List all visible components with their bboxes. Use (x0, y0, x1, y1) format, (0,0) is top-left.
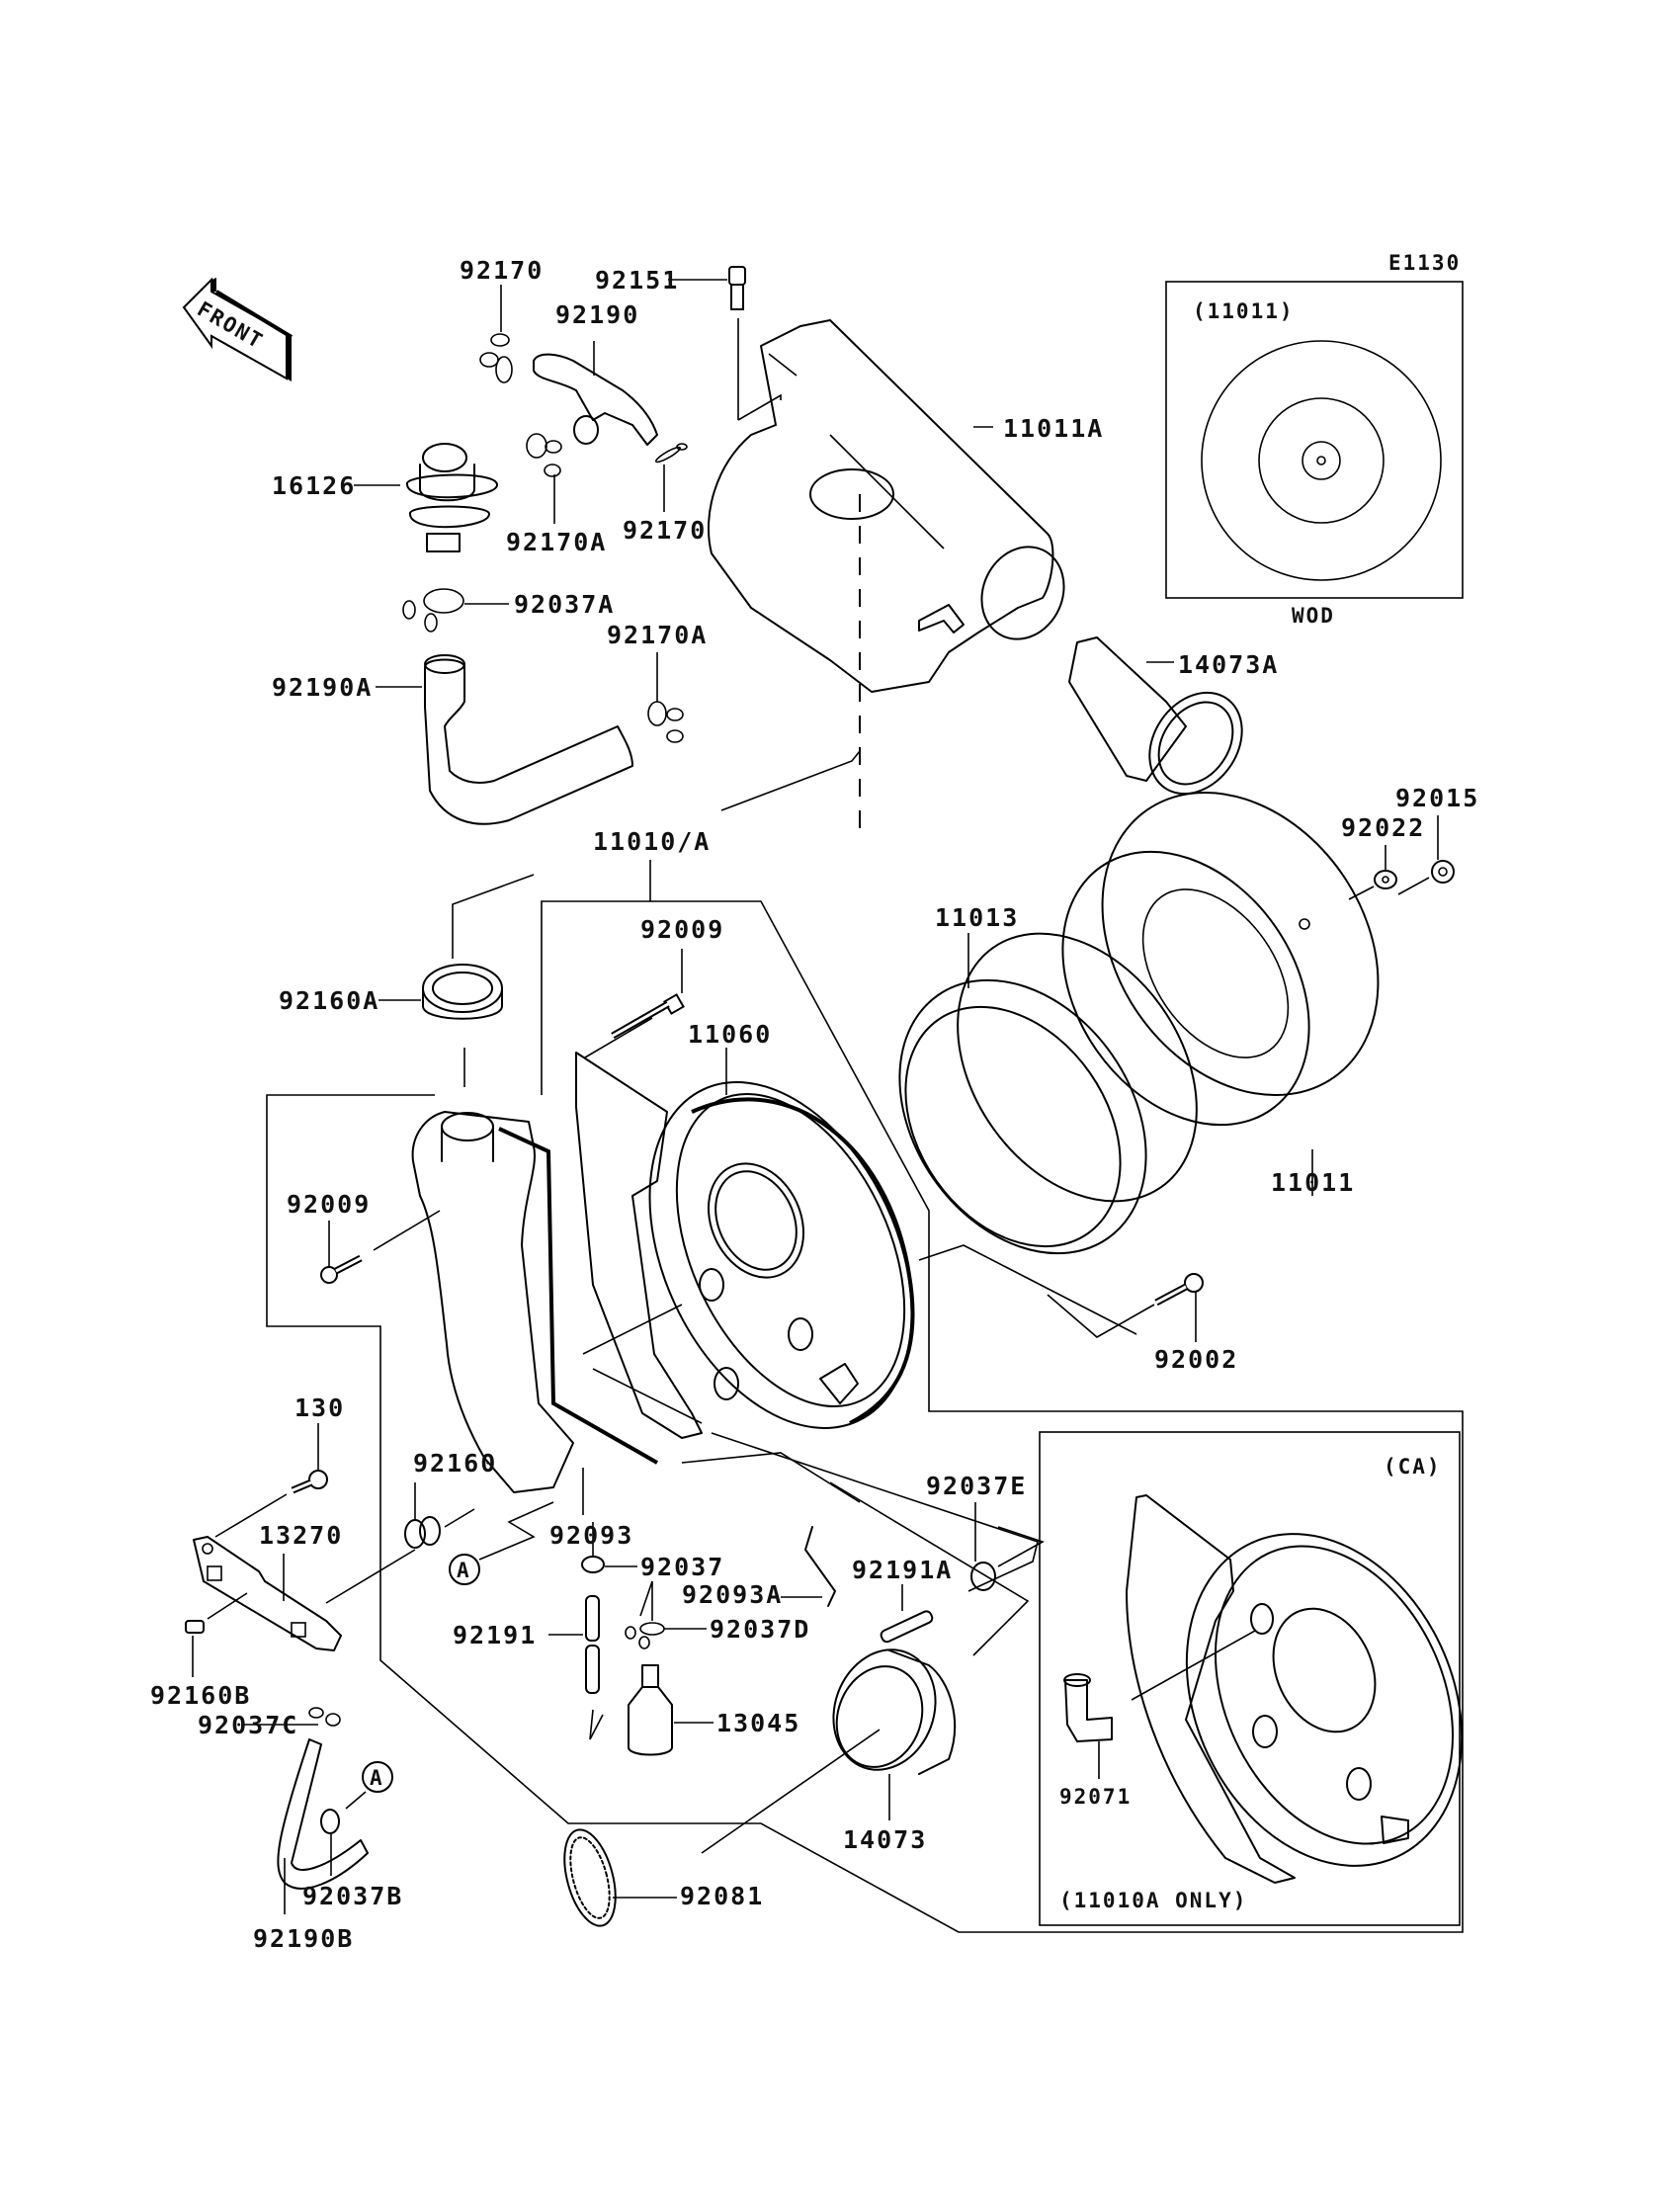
grommet-92160B (185, 1620, 205, 1677)
callout-a-lower[interactable]: A (362, 1761, 393, 1793)
duct-14073 (701, 1648, 957, 1854)
label-92022: 92022 (1341, 813, 1425, 842)
label-16126: 16126 (272, 471, 356, 500)
label-92009-left: 92009 (287, 1190, 371, 1219)
label-130: 130 (294, 1394, 345, 1422)
label-14073A: 14073A (1178, 650, 1279, 679)
housing-11060 (411, 1048, 1137, 1656)
inset-ca: (CA) 92071 (11010A ONLY) (1039, 1431, 1464, 1926)
label-11013: 11013 (935, 903, 1019, 932)
bolt-92002 (1047, 1273, 1204, 1342)
clamp-92037E (970, 1502, 1045, 1591)
label-92170A-low: 92170A (607, 621, 708, 649)
inset-ca-caption: (11010A ONLY) (1059, 1889, 1247, 1912)
clip-92170A-low (647, 652, 684, 743)
ring-92081 (563, 1828, 677, 1927)
clamp-92037B (320, 1791, 367, 1876)
label-92190: 92190 (555, 300, 639, 329)
label-11011: 11011 (1271, 1168, 1355, 1197)
label-92190A: 92190A (272, 673, 373, 702)
bottle-13045 (628, 1664, 714, 1756)
label-11010A: 11010/A (593, 827, 711, 856)
label-14073: 14073 (843, 1825, 927, 1854)
valve-16126 (354, 443, 498, 552)
clip-92037D (625, 1580, 707, 1649)
label-13045: 13045 (716, 1709, 800, 1737)
bolt-92151 (668, 266, 782, 421)
label-92093: 92093 (549, 1521, 633, 1550)
label-92037: 92037 (640, 1553, 724, 1581)
label-92160B: 92160B (150, 1681, 251, 1710)
grommet-92160A (378, 964, 503, 1020)
label-13270: 13270 (259, 1521, 343, 1550)
wire-92093A (781, 1526, 836, 1607)
inset-wod-caption: WOD (1292, 604, 1335, 628)
clip-92037C (242, 1707, 341, 1727)
inset-wod: (11011) WOD (1165, 281, 1464, 628)
washer-92022 (1348, 845, 1397, 900)
label-92002: 92002 (1154, 1345, 1238, 1374)
inset-wod-title: (11011) (1193, 299, 1295, 323)
clip-92170-top (479, 285, 513, 383)
clamp-92037 (581, 1522, 637, 1573)
clip-92170-mid (654, 443, 688, 512)
label-92170-mid: 92170 (623, 516, 707, 545)
label-92009-top: 92009 (640, 915, 724, 944)
grommet-92160 (404, 1482, 475, 1549)
cover-11011A (708, 319, 1065, 830)
label-11060: 11060 (688, 1020, 772, 1049)
callout-a-upper[interactable]: A (449, 1501, 554, 1585)
label-92015: 92015 (1395, 784, 1479, 812)
label-92037A: 92037A (514, 590, 615, 619)
bolt-92009-left (320, 1210, 441, 1284)
clip-92037A (402, 588, 509, 633)
inset-ca-title: (CA) (1384, 1455, 1442, 1479)
label-92037D: 92037D (710, 1615, 810, 1644)
label-92191: 92191 (453, 1621, 537, 1649)
filter-11013 (898, 932, 1198, 1255)
label-92037C: 92037C (198, 1711, 298, 1739)
part-labels: 92170 92151 92190 11011A 16126 92170A 92… (150, 256, 1479, 1953)
bracket-13270 (193, 1536, 416, 1651)
label-92081: 92081 (680, 1882, 764, 1910)
hose-92190B (277, 1738, 369, 1914)
label-11011A: 11011A (1003, 414, 1104, 443)
leader-11010A (266, 860, 1464, 1933)
label-92093A: 92093A (682, 1580, 783, 1609)
hose-92190 (533, 341, 658, 446)
callout-a-upper-label: A (457, 1559, 471, 1582)
hose-92190A (376, 654, 633, 825)
bolt-92009-top (584, 949, 685, 1058)
label-92151: 92151 (595, 266, 679, 295)
label-92190B: 92190B (253, 1924, 354, 1953)
label-92037E: 92037E (926, 1472, 1027, 1500)
cover-11011 (1061, 792, 1380, 1196)
nut-92015 (1397, 815, 1455, 895)
front-arrow-icon: FRONT (182, 277, 294, 381)
label-92160: 92160 (413, 1449, 497, 1478)
callout-a-lower-label: A (370, 1766, 384, 1790)
inset-ca-part-92071: 92071 (1059, 1785, 1132, 1809)
bolt-130 (214, 1423, 328, 1538)
label-92170A-mid: 92170A (506, 528, 607, 556)
label-92037B: 92037B (302, 1882, 403, 1910)
label-92170-top: 92170 (460, 256, 544, 285)
diagram-code: E1130 (1388, 251, 1461, 275)
tube-92191A (880, 1584, 934, 1644)
label-92191A: 92191A (852, 1556, 953, 1584)
clip-92170A-mid (526, 433, 562, 524)
tube-92191 (548, 1595, 604, 1740)
duct-14073A (1068, 636, 1243, 796)
label-92160A: 92160A (279, 986, 379, 1015)
